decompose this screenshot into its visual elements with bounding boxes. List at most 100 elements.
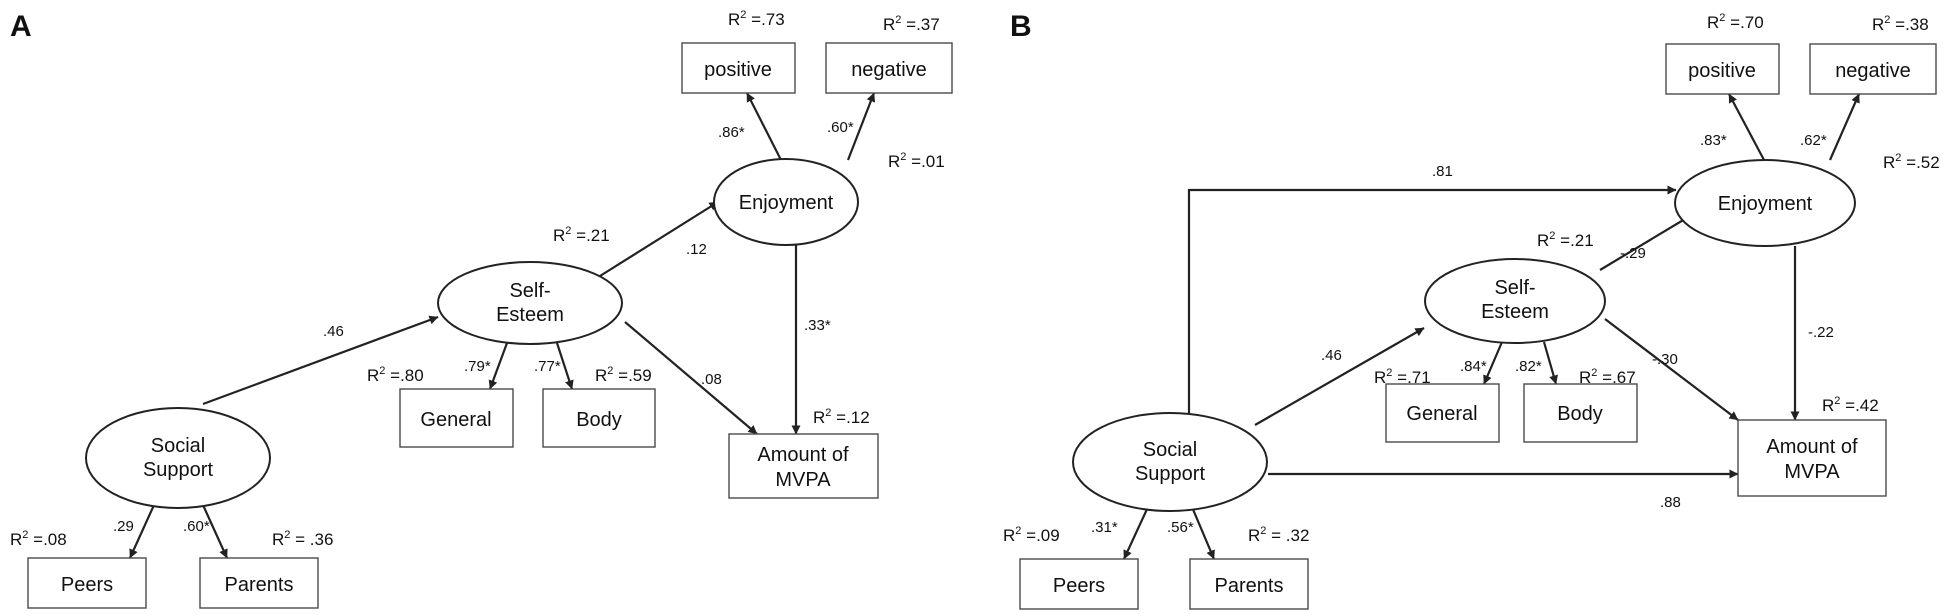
edge-b-selfesteem-to-general — [1482, 341, 1504, 385]
edge-a-social-to-peers — [128, 504, 156, 559]
edge-a-social-to-parents — [201, 504, 229, 559]
panel-a-label: A — [10, 10, 32, 43]
ellipse-b-enjoyment — [1674, 159, 1856, 247]
r2-a-negative: R2 =.37 — [883, 14, 940, 34]
ellipse-a-enjoyment — [713, 158, 859, 246]
box-b-peers — [1019, 558, 1139, 610]
box-a-peers — [27, 557, 147, 609]
edge-b-selfesteem-to-enjoyment — [1599, 212, 1696, 271]
edge-b-social-to-enjoyment — [1187, 185, 1677, 417]
coef-a-enjoyment-mvpa: .33* — [804, 317, 831, 334]
box-b-general — [1385, 383, 1500, 443]
label-b-enjoyment: Enjoyment — [1718, 193, 1813, 215]
r2-a-mvpa: R2 =.12 — [813, 407, 870, 427]
label-a-selfesteem-line2: Esteem — [496, 304, 564, 326]
label-a-mvpa-line1: Amount of — [757, 444, 849, 466]
edge-a-enjoyment-to-negative — [846, 92, 876, 161]
box-b-negative — [1809, 43, 1937, 95]
ellipse-a-selfesteem — [437, 261, 623, 345]
box-a-parents — [199, 557, 319, 609]
edge-b-enjoyment-to-negative — [1828, 93, 1861, 161]
coef-b-social-parents: .56* — [1167, 519, 1194, 536]
ellipse-b-social-support — [1072, 412, 1268, 512]
coef-b-selfesteem-body: .82* — [1515, 358, 1542, 375]
label-b-body: Body — [1557, 403, 1603, 425]
label-b-selfesteem-line1: Self- — [1494, 277, 1535, 299]
edge-a-social-to-selfesteem — [202, 315, 439, 406]
box-b-parents — [1189, 558, 1309, 610]
box-b-positive — [1665, 43, 1780, 95]
edge-b-selfesteem-to-body — [1542, 341, 1558, 385]
r2-a-positive: R2 =.73 — [728, 9, 785, 29]
label-a-social-line1: Social — [151, 435, 205, 457]
box-a-general — [399, 388, 514, 448]
edge-b-selfesteem-to-mvpa — [1604, 318, 1739, 421]
coef-a-selfesteem-enjoyment: .12 — [686, 241, 707, 258]
label-b-negative: negative — [1835, 60, 1911, 82]
coef-a-selfesteem-general: .79* — [464, 358, 491, 375]
edge-a-selfesteem-to-general — [488, 342, 509, 390]
r2-b-general: R2 =.71 — [1374, 367, 1431, 387]
r2-a-general: R2 =.80 — [367, 365, 424, 385]
edge-b-social-to-parents — [1190, 506, 1216, 560]
label-b-parents: Parents — [1215, 575, 1284, 597]
label-a-body: Body — [576, 409, 622, 431]
coef-b-social-peers: .31* — [1091, 519, 1118, 536]
box-a-negative — [825, 42, 953, 94]
r2-a-selfesteem: R2 =.21 — [553, 225, 610, 245]
coef-b-enjoyment-mvpa: -.22 — [1808, 324, 1834, 341]
panel-b-label: B — [1010, 10, 1032, 43]
r2-b-peers: R2 =.09 — [1003, 525, 1060, 545]
panel-a: A positive negative General Body Amount … — [10, 9, 953, 609]
box-b-mvpa — [1737, 419, 1887, 497]
label-b-selfesteem-line2: Esteem — [1481, 301, 1549, 323]
coef-a-selfesteem-mvpa: .08 — [701, 371, 722, 388]
label-b-mvpa-line2: MVPA — [1784, 461, 1840, 483]
box-b-body — [1523, 383, 1638, 443]
ellipse-a-social-support — [85, 407, 271, 509]
r2-a-peers: R2 =.08 — [10, 529, 67, 549]
label-a-enjoyment: Enjoyment — [739, 192, 834, 214]
box-a-positive — [681, 42, 796, 94]
label-a-selfesteem-line1: Self- — [509, 280, 550, 302]
coef-a-social-selfesteem: .46 — [323, 323, 344, 340]
label-a-positive: positive — [704, 59, 772, 81]
edge-a-selfesteem-to-mvpa — [624, 321, 758, 435]
coef-b-enjoyment-positive: .83* — [1700, 132, 1727, 149]
edge-a-enjoyment-to-positive — [746, 92, 782, 161]
r2-b-mvpa: R2 =.42 — [1822, 395, 1879, 415]
label-a-parents: Parents — [225, 574, 294, 596]
label-a-peers: Peers — [61, 574, 113, 596]
edge-b-social-to-peers — [1123, 506, 1149, 560]
edge-b-enjoyment-to-positive — [1728, 93, 1765, 161]
coef-a-social-peers: .29 — [113, 518, 134, 535]
r2-a-body: R2 =.59 — [595, 365, 652, 385]
coef-b-selfesteem-general: .84* — [1460, 358, 1487, 375]
box-a-mvpa — [728, 433, 879, 499]
coef-b-selfesteem-enjoyment: -.29 — [1620, 245, 1646, 262]
r2-b-positive: R2 =.70 — [1707, 12, 1764, 32]
r2-b-negative: R2 =.38 — [1872, 14, 1929, 34]
label-b-social-line2: Support — [1135, 463, 1205, 485]
r2-b-body: R2 =.67 — [1579, 367, 1636, 387]
r2-b-selfesteem: R2 =.21 — [1537, 230, 1594, 250]
label-a-general: General — [420, 409, 491, 431]
edge-b-social-to-selfesteem — [1254, 327, 1425, 426]
label-b-positive: positive — [1688, 60, 1756, 82]
label-a-negative: negative — [851, 59, 927, 81]
edge-a-selfesteem-to-enjoyment — [599, 201, 719, 277]
r2-b-enjoyment: R2 =.52 — [1883, 152, 1940, 172]
panel-b: B positive negative General Body Amount … — [1003, 10, 1940, 610]
edge-a-selfesteem-to-body — [555, 342, 574, 390]
coef-b-social-mvpa: .88 — [1660, 494, 1681, 511]
coef-b-selfesteem-mvpa: -.30 — [1652, 351, 1678, 368]
coef-a-selfesteem-body: .77* — [534, 358, 561, 375]
r2-b-parents: R2 = .32 — [1248, 525, 1309, 545]
label-a-mvpa-line2: MVPA — [775, 469, 831, 491]
label-b-social-line1: Social — [1143, 439, 1197, 461]
label-b-peers: Peers — [1053, 575, 1105, 597]
coef-b-social-enjoyment: .81 — [1432, 163, 1453, 180]
box-a-body — [542, 388, 656, 448]
ellipse-b-selfesteem — [1424, 258, 1606, 344]
